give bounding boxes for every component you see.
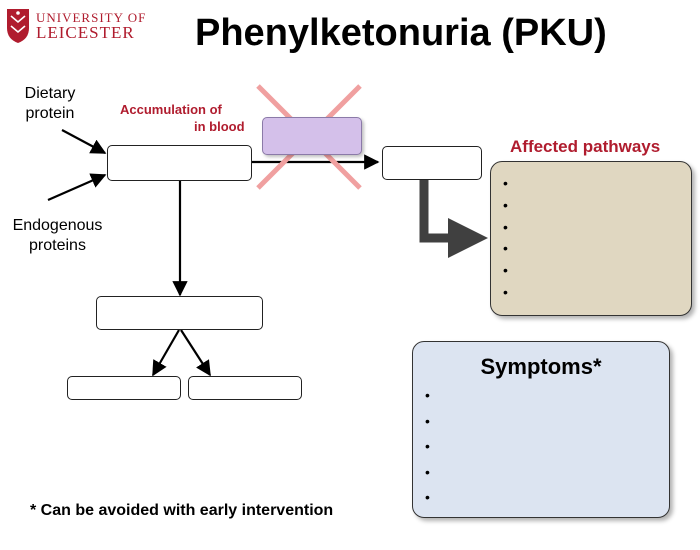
symptoms-list: • • • • •	[425, 388, 430, 516]
symptom-item: •	[425, 438, 430, 454]
dietary-arrow	[61, 129, 107, 154]
symptom-item: •	[425, 387, 430, 403]
pathways-arrow	[419, 180, 452, 243]
pathway-item: •	[503, 196, 508, 213]
pathway-item: •	[503, 218, 508, 235]
endogenous-proteins-label: Endogenous proteins	[12, 217, 103, 254]
substrate-box	[107, 145, 252, 181]
pathway-item: •	[503, 240, 508, 257]
affected-pathways-box: • • • • • •	[490, 161, 692, 316]
endogenous-arrow	[47, 173, 107, 202]
dietary-protein-label: Dietary protein	[24, 85, 76, 122]
pathway-item: •	[503, 283, 508, 300]
split-arrow-left	[152, 329, 180, 377]
enzyme-box	[262, 117, 362, 155]
logo-text-leicester: LEICESTER	[36, 23, 135, 42]
split-arrow-right	[180, 329, 211, 377]
pathway-item: •	[503, 262, 508, 279]
footnote: * Can be avoided with early intervention	[30, 502, 334, 519]
pathway-item: •	[503, 175, 508, 191]
metabolite-box	[96, 296, 263, 330]
affected-pathways-title: Affected pathways	[510, 137, 661, 156]
symptom-item: •	[425, 489, 430, 505]
symptom-item: •	[425, 412, 430, 429]
symptoms-box: Symptoms* • • • • •	[412, 341, 670, 518]
metabolite-right-box	[188, 376, 302, 400]
university-shield-icon	[7, 9, 29, 43]
metabolite-left-box	[67, 376, 181, 400]
accumulation-label-line2: in blood	[194, 119, 245, 134]
symptoms-title: Symptoms*	[480, 354, 602, 379]
accumulation-label-line1: Accumulation of	[120, 102, 222, 117]
pathways-list: • • • • • •	[503, 176, 508, 307]
logo-text-university: UNIVERSITY OF	[36, 10, 147, 25]
page-title: Phenylketonuria (PKU)	[195, 12, 607, 54]
product-box	[382, 146, 482, 180]
symptom-item: •	[425, 463, 430, 480]
